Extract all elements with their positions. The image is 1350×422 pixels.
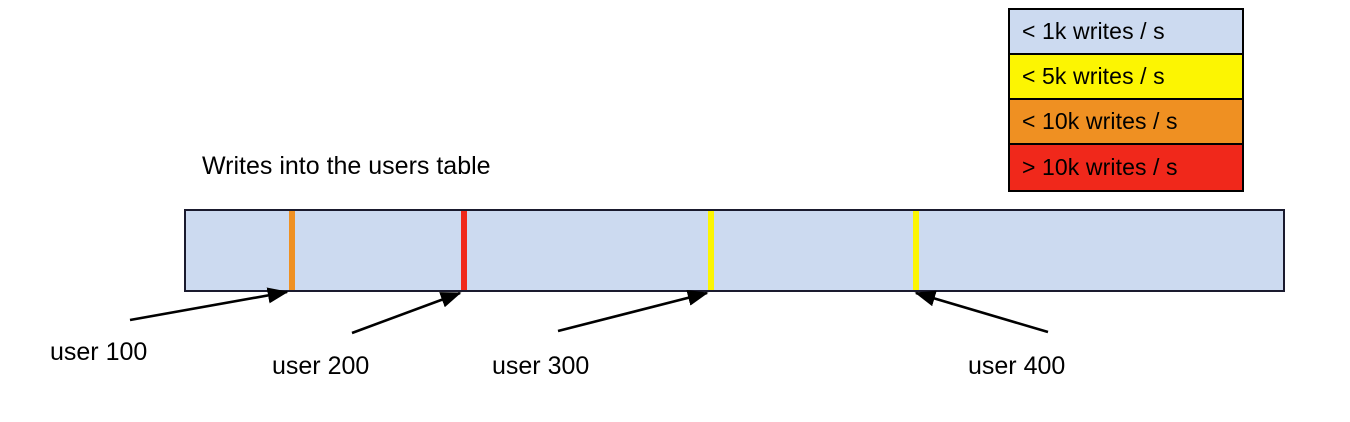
- legend-label-under-10k: < 10k writes / s: [1022, 108, 1178, 134]
- callout-label-user-400: user 400: [968, 352, 1066, 380]
- legend-row-over-10k: > 10k writes / s: [1010, 145, 1242, 190]
- callout-arrow-user-300: [557, 289, 709, 333]
- legend-label-under-5k: < 5k writes / s: [1022, 63, 1165, 89]
- legend-row-under-10k: < 10k writes / s: [1010, 100, 1242, 145]
- legend-row-under-1k: < 1k writes / s: [1010, 10, 1242, 55]
- shard-marker-user-100: [289, 211, 295, 290]
- shard-marker-user-400: [913, 211, 919, 290]
- callout-arrow-user-200: [351, 291, 462, 335]
- callout-label-user-300: user 300: [492, 352, 590, 380]
- callout-label-user-200: user 200: [272, 352, 370, 380]
- legend: < 1k writes / s < 5k writes / s < 10k wr…: [1008, 8, 1244, 192]
- shard-marker-user-200: [461, 211, 467, 290]
- shard-marker-user-300: [708, 211, 714, 290]
- callout-label-user-100: user 100: [50, 338, 148, 366]
- legend-label-under-1k: < 1k writes / s: [1022, 18, 1165, 44]
- callout-arrow-user-400: [914, 290, 1049, 334]
- callout-arrow-user-100: [129, 287, 289, 322]
- chart-title: Writes into the users table: [202, 152, 491, 180]
- users-table-bar: [184, 209, 1285, 292]
- legend-row-under-5k: < 5k writes / s: [1010, 55, 1242, 100]
- legend-label-over-10k: > 10k writes / s: [1022, 154, 1178, 180]
